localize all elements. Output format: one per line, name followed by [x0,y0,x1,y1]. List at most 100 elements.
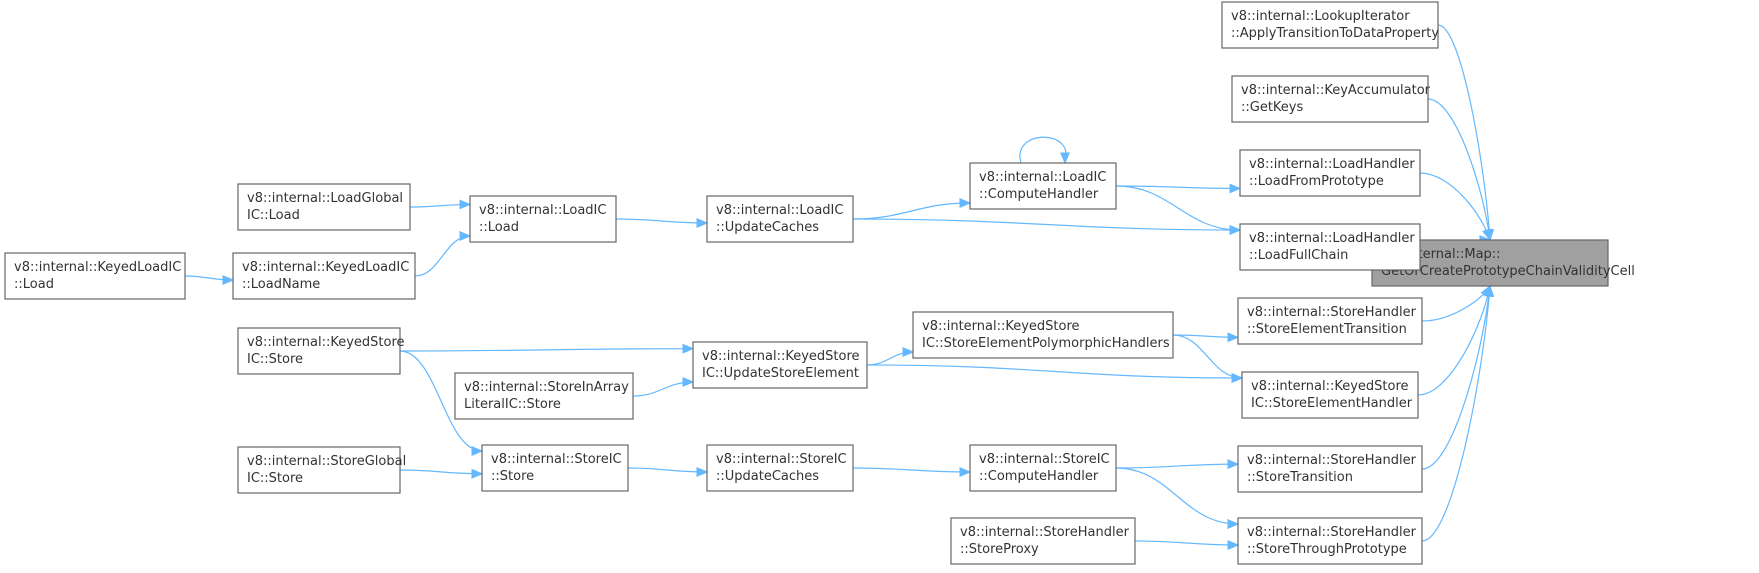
node-label-line: v8::internal::KeyedStore [1251,379,1409,394]
edge-line [399,350,483,452]
node-label-line: GetOrCreatePrototypeChainValidityCell [1381,264,1635,279]
node-licComputeHandler[interactable]: v8::internal::LoadIC::ComputeHandler [969,162,1117,210]
node-label-line: ::StoreElementTransition [1247,322,1407,337]
edge-keyAccGetKeys-to-root [1427,98,1494,242]
node-ksicStoreElemHandler[interactable]: v8::internal::KeyedStoreIC::StoreElement… [1241,371,1419,419]
node-shStoreTransition[interactable]: v8::internal::StoreHandler::StoreTransit… [1237,445,1423,493]
edge-ksicStore-to-sicStore [399,350,484,456]
node-licLoad[interactable]: v8::internal::LoadIC::Load [469,195,617,243]
node-label-line: v8::internal::StoreIC [716,452,847,467]
edge-line [1019,136,1067,164]
edge-ksicStore-to-ksicUpdateStoreElem [399,343,695,354]
node-label-line: v8::internal::KeyedLoadIC [14,260,181,275]
edge-line [1417,285,1491,396]
node-box [950,517,1136,565]
node-shStoreElemTrans[interactable]: v8::internal::StoreHandler::StoreElement… [1237,297,1423,345]
edge-line [1134,540,1239,546]
edge-line [1115,185,1241,231]
edge-line [1172,334,1243,379]
node-label-line: v8::internal::StoreIC [491,452,622,467]
node-label-line: ::Load [479,220,519,235]
arrow-head-icon [1229,183,1242,194]
node-box [1239,149,1421,197]
node-box [1221,1,1439,49]
edge-licComputeHandler-to-licComputeHandler [1019,136,1070,165]
arrow-head-icon [1227,519,1240,529]
node-box [912,311,1174,359]
node-sicStore[interactable]: v8::internal::StoreIC::Store [481,444,629,492]
node-label-line: ::UpdateCaches [716,469,819,484]
arrow-head-icon [459,231,472,241]
node-box [1237,445,1423,493]
node-label-line: v8::internal::KeyedStore [922,319,1080,334]
edge-line [1115,463,1239,469]
node-label-line: ::Store [491,469,534,484]
node-label-line: v8::internal::KeyedStore [247,335,405,350]
node-sicUpdateCaches[interactable]: v8::internal::StoreIC::UpdateCaches [706,444,854,492]
arrow-head-icon [682,343,695,354]
node-shStoreProxy[interactable]: v8::internal::StoreHandler::StoreProxy [950,517,1136,565]
node-box [1237,517,1423,565]
arrow-head-icon [696,218,709,228]
node-ksicStoreElemPoly[interactable]: v8::internal::KeyedStoreIC::StoreElement… [912,311,1174,359]
node-label-line: IC::UpdateStoreElement [702,366,859,381]
arrow-head-icon [902,347,915,357]
node-label-line: ::LoadFromPrototype [1249,174,1384,189]
node-box [1241,371,1419,419]
node-box [454,372,634,420]
edge-lgicLoad-to-licLoad [409,199,472,210]
edge-ksicUpdateStoreElem-to-ksicStoreElemHandler [866,364,1244,383]
node-lookupApply[interactable]: v8::internal::LookupIterator::ApplyTrans… [1221,1,1439,49]
node-sicComputeHandler[interactable]: v8::internal::StoreIC::ComputeHandler [969,444,1117,492]
node-box [237,327,401,375]
node-box [481,444,629,492]
node-box [969,444,1117,492]
node-klicLoad[interactable]: v8::internal::KeyedLoadIC::Load [4,252,186,300]
edge-line [1419,172,1491,241]
arrow-head-icon [1227,540,1240,550]
node-label-line: v8::internal::StoreHandler [1247,453,1417,468]
node-label-line: IC::Load [247,208,300,223]
edge-klicLoad-to-klicLoadName [184,275,235,285]
arrow-head-icon [1060,152,1070,165]
edge-sicUpdateCaches-to-sicComputeHandler [852,467,972,477]
node-box [237,446,401,494]
node-label-line: v8::internal::StoreHandler [960,525,1130,540]
node-label-line: v8::internal::LoadHandler [1249,157,1415,172]
node-label-line: v8::internal::StoreInArray [464,380,629,395]
node-box [237,183,411,231]
edge-line [1421,285,1491,322]
arrow-head-icon [959,467,972,477]
node-label-line: ::ComputeHandler [979,187,1099,202]
node-label-line: v8::internal::StoreIC [979,452,1110,467]
node-box [469,195,617,243]
node-label-line: ::ApplyTransitionToDataProperty [1231,26,1439,41]
node-label-line: v8::internal::KeyedStore [702,349,860,364]
edge-licComputeHandler-to-lhLoadFromProto [1115,183,1242,194]
node-shStoreThroughProto[interactable]: v8::internal::StoreHandler::StoreThrough… [1237,517,1423,565]
node-lhLoadFullChain[interactable]: v8::internal::LoadHandler::LoadFullChain [1239,223,1421,271]
node-licUpdateCaches[interactable]: v8::internal::LoadIC::UpdateCaches [706,195,854,243]
node-keyAccGetKeys[interactable]: v8::internal::KeyAccumulator::GetKeys [1231,75,1431,123]
node-klicLoadName[interactable]: v8::internal::KeyedLoadIC::LoadName [232,252,416,300]
arrow-head-icon [471,446,484,456]
node-box [692,341,868,389]
node-lhLoadFromProto[interactable]: v8::internal::LoadHandler::LoadFromProto… [1239,149,1421,197]
edge-shStoreElemTrans-to-root [1421,284,1491,322]
edge-line [852,202,971,220]
edge-sicComputeHandler-to-shStoreTransition [1115,459,1240,470]
edge-shStoreProxy-to-shStoreThroughProto [1134,540,1240,550]
node-ksicUpdateStoreElem[interactable]: v8::internal::KeyedStoreIC::UpdateStoreE… [692,341,868,389]
node-label-line: v8::internal::LoadIC [479,203,606,218]
node-label-line: v8::internal::LoadHandler [1249,231,1415,246]
arrow-head-icon [1227,332,1240,343]
node-label-line: ::Load [14,277,54,292]
node-label-line: ::ComputeHandler [979,469,1099,484]
node-label-line: ::StoreProxy [960,542,1039,557]
node-sialicStore[interactable]: v8::internal::StoreInArrayLiteralIC::Sto… [454,372,634,420]
node-label-line: v8::internal::KeyAccumulator [1241,83,1431,98]
arrow-head-icon [1229,225,1242,235]
